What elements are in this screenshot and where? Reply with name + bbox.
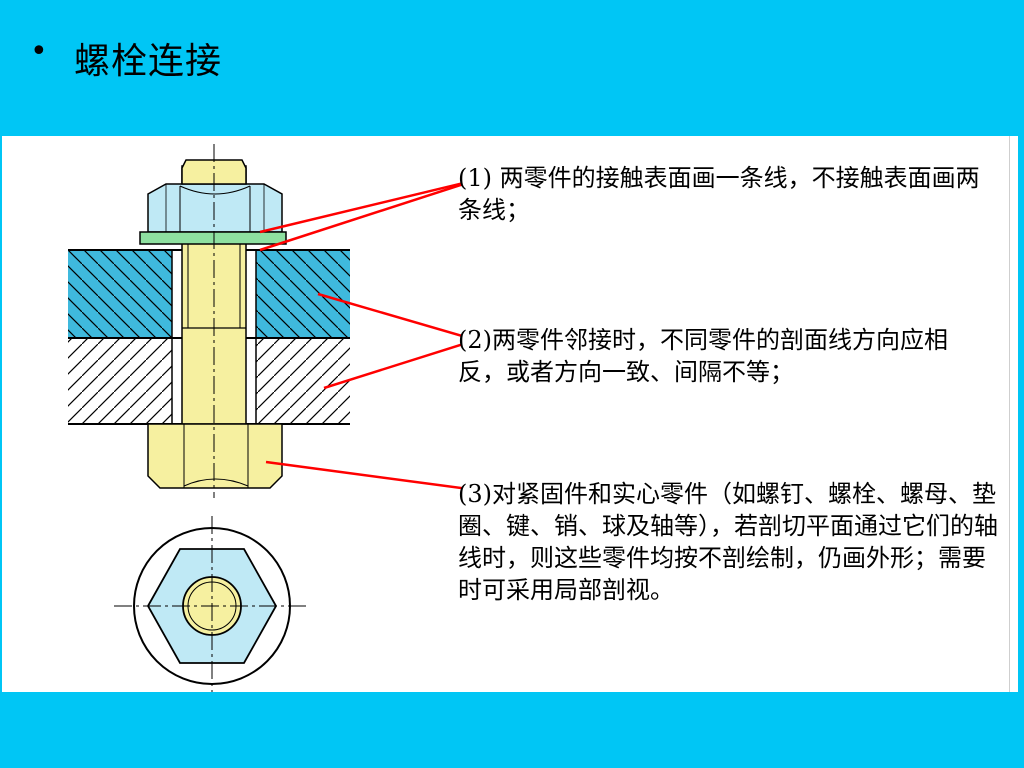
bolt-head — [147, 423, 283, 489]
bolt-end — [181, 159, 247, 185]
leader-lines — [259, 182, 462, 490]
note-2: (2)两零件邻接时，不同零件的剖面线方向应相反，或者方向一致、间隔不等； — [458, 326, 948, 386]
nut — [147, 183, 283, 233]
diagram-panel: (1) 两零件的接触表面画一条线，不接触表面画两条线； (2)两零件邻接时，不同… — [2, 136, 1018, 692]
upper-plate — [68, 250, 350, 338]
bolt-connection-drawing — [68, 144, 462, 692]
note-3: (3)对紧固件和实心零件（如螺钉、螺栓、螺母、垫圈、键、销、球及轴等），若剖切平… — [458, 480, 998, 604]
lower-plate — [68, 338, 350, 424]
panel-scroll-edge — [1009, 136, 1018, 692]
slide-header: • 螺栓连接 — [0, 0, 1024, 136]
note-1: (1) 两零件的接触表面画一条线，不接触表面画两条线； — [458, 164, 980, 224]
slide-title: 螺栓连接 — [74, 41, 223, 82]
washer — [139, 231, 287, 245]
bolt-top-view — [114, 516, 310, 692]
bullet: • — [30, 34, 48, 69]
